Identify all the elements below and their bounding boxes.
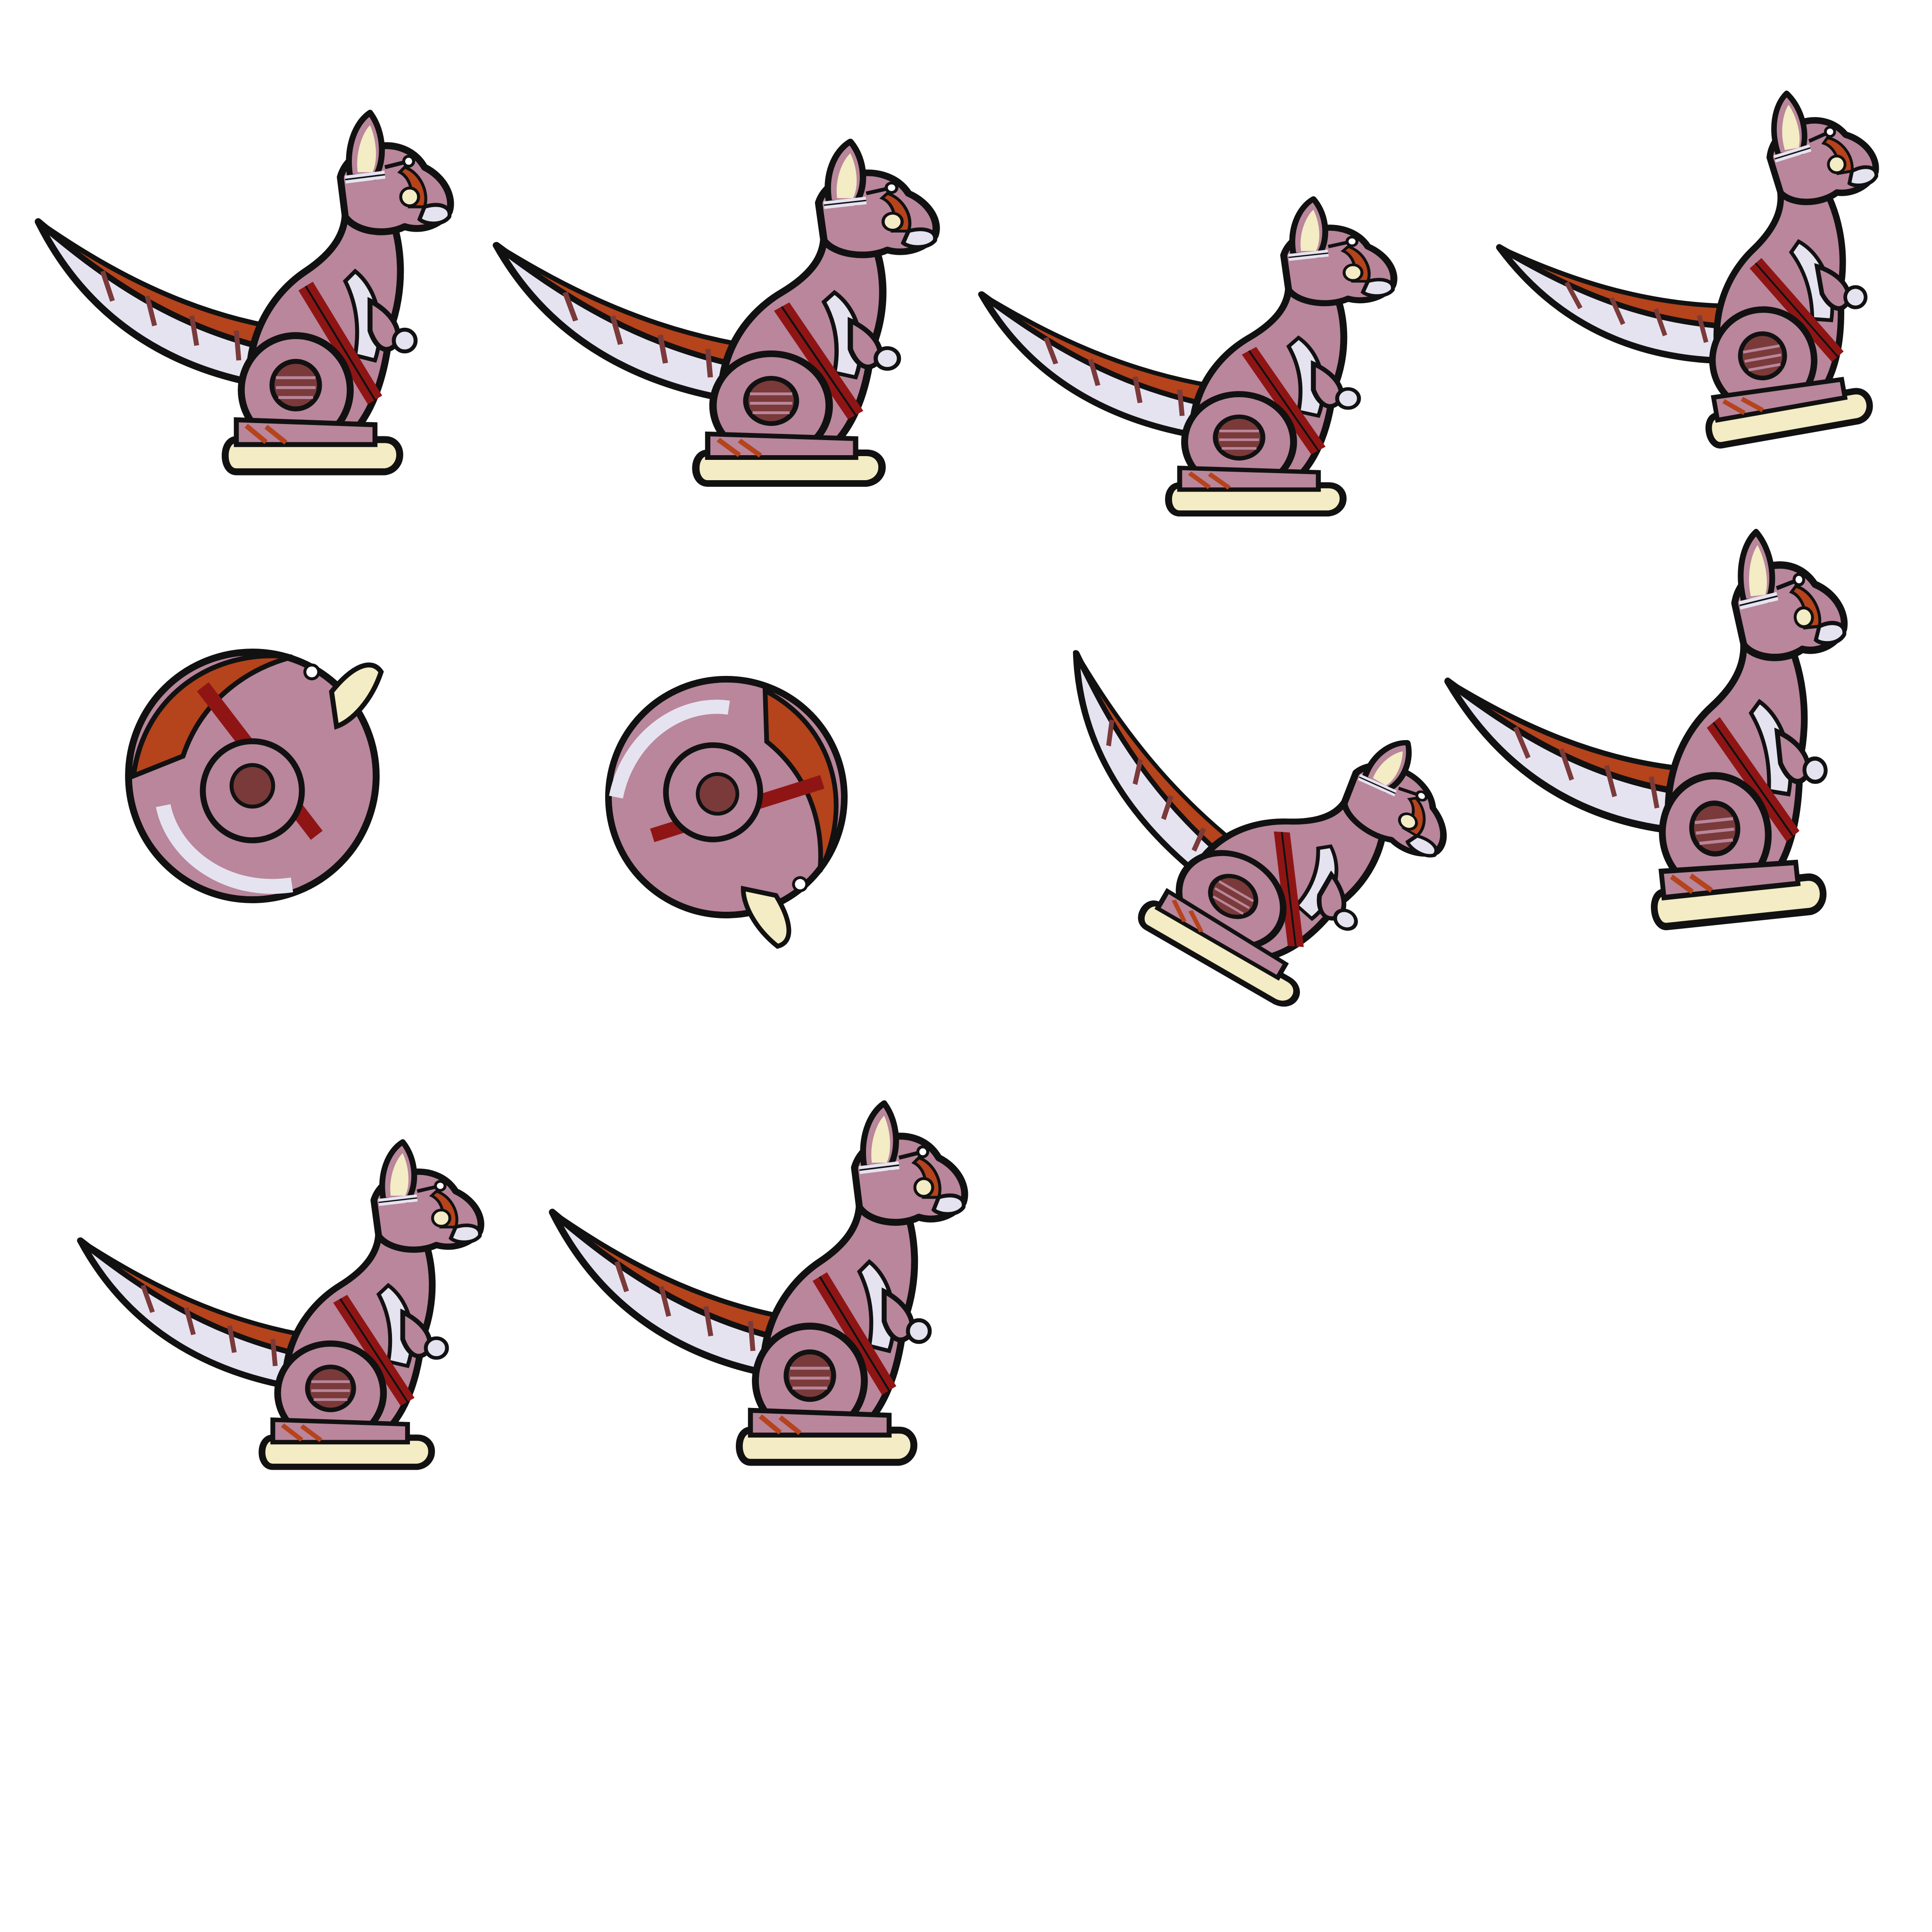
sprite-frame-3 bbox=[982, 199, 1394, 514]
sprite-frame-7 bbox=[975, 577, 1477, 1035]
sprite-frame-10 bbox=[552, 1103, 965, 1462]
sprite-frame-9 bbox=[80, 1142, 481, 1467]
sprite-frame-6 bbox=[574, 646, 877, 953]
sprite-frame-1 bbox=[38, 113, 450, 472]
sprite-frame-4 bbox=[1482, 80, 1919, 477]
sprite-frame-5 bbox=[129, 652, 382, 900]
sprite-frame-8 bbox=[1436, 524, 1874, 947]
sprite-frame-2 bbox=[496, 142, 936, 483]
